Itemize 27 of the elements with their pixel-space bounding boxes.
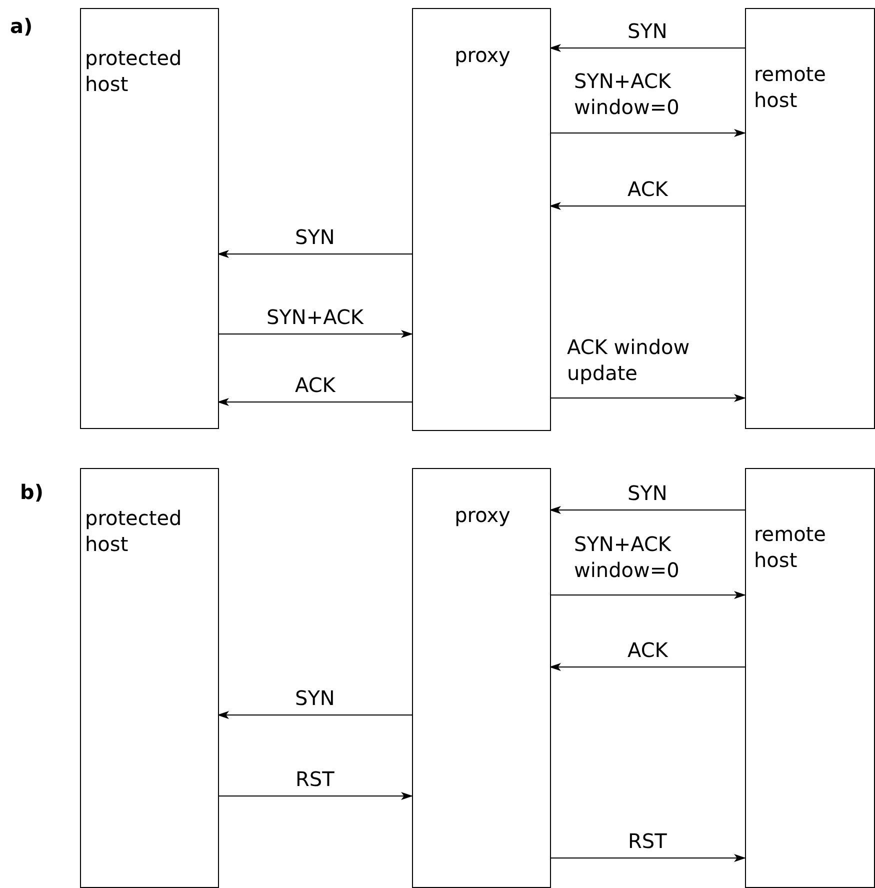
- arrow: [218, 330, 413, 338]
- node-label: protected host: [85, 505, 183, 557]
- arrow: [550, 591, 746, 599]
- node-label: proxy: [454, 502, 512, 528]
- host-box: [745, 8, 875, 429]
- proxy-box: [412, 8, 551, 431]
- panel-label: a): [10, 14, 33, 38]
- proxy-box: [412, 468, 551, 888]
- arrow: [217, 398, 412, 406]
- arrow: [549, 663, 746, 671]
- host-box: [80, 8, 219, 429]
- panel-label: b): [20, 480, 44, 504]
- node-label: remote host: [754, 521, 827, 573]
- arrow: [549, 202, 746, 210]
- node-label: proxy: [454, 42, 512, 68]
- arrow: [217, 711, 412, 719]
- node-label: protected host: [85, 45, 183, 97]
- host-box: [80, 468, 219, 888]
- arrow: [218, 792, 413, 800]
- host-box: [745, 468, 875, 888]
- arrow: [550, 854, 746, 862]
- node-label: remote host: [754, 61, 827, 113]
- arrow: [217, 250, 412, 258]
- arrow: [550, 129, 746, 137]
- arrow: [550, 394, 746, 402]
- arrow: [549, 506, 746, 514]
- arrow: [549, 44, 746, 52]
